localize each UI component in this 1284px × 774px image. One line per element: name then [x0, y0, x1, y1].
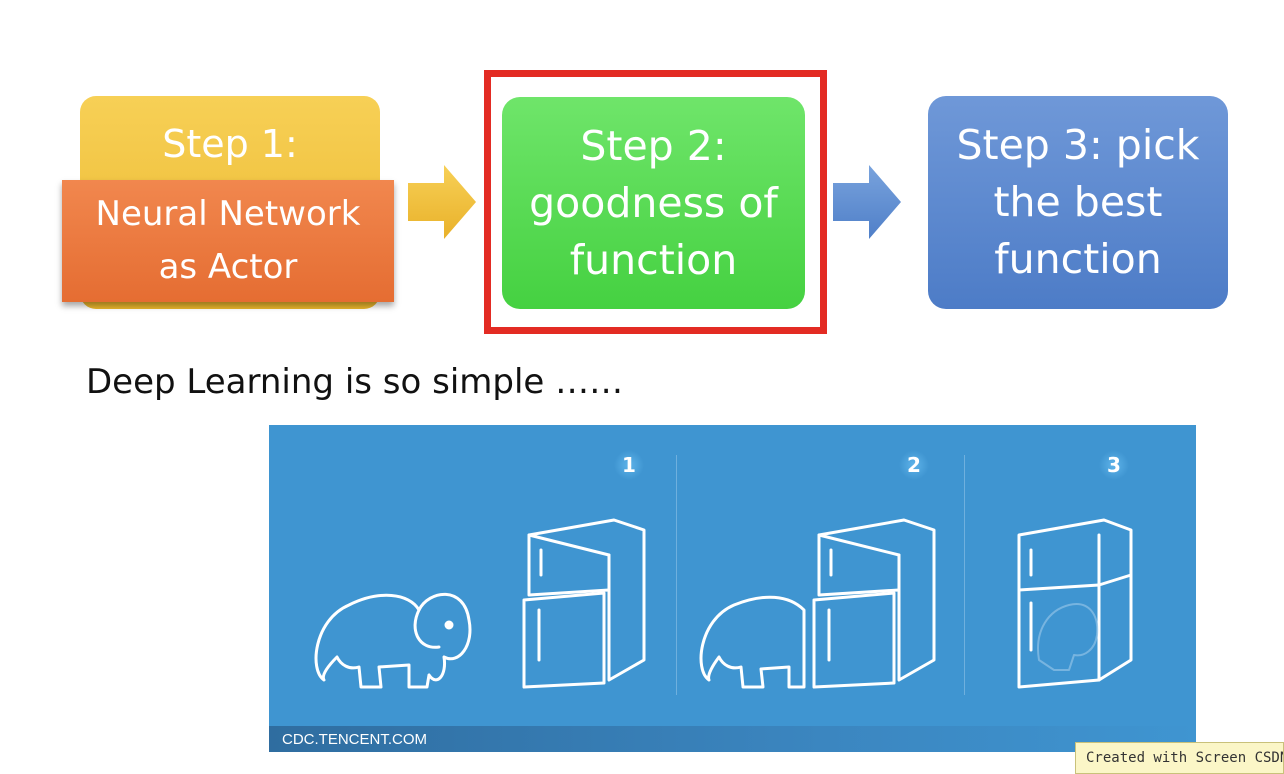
elephant-fridge-illustration: 1 2 3 [269, 425, 1196, 752]
panel-number-2: 2 [899, 450, 929, 480]
elephant-silhouette-icon [1037, 603, 1099, 671]
step3-line1: Step 3: pick [956, 121, 1200, 169]
step2-box: Step 2: goodness of function [502, 97, 805, 309]
step2-line2: goodness of [529, 178, 778, 227]
panel-divider [676, 455, 677, 695]
step2-line3: function [569, 235, 738, 284]
fridge-icon [812, 518, 936, 689]
elephant-entering-fridge-icon [699, 595, 806, 689]
panel-divider [964, 455, 965, 695]
step3-box: Step 3: pick the best function [928, 96, 1228, 309]
step3-line2: the best [993, 178, 1163, 226]
panel-number-1: 1 [614, 450, 644, 480]
step3-line3: function [994, 235, 1162, 283]
step2-highlight-frame [484, 70, 827, 334]
fridge-open-icon [522, 518, 646, 689]
arrow-step2-to-step3 [833, 165, 901, 239]
step1-actor-line2: as Actor [158, 247, 298, 287]
arrow-step1-to-step2 [408, 165, 476, 239]
step1-actor-banner: Neural Network as Actor [62, 180, 394, 302]
elephant-icon [314, 592, 472, 689]
illustration-source: CDC.TENCENT.COM [282, 731, 427, 748]
fridge-closed-icon [1017, 518, 1133, 689]
step2-line1: Step 2: [580, 121, 727, 170]
watermark: Created with Screen CSDN @暖仔会飞 [1075, 742, 1284, 774]
step1-actor-line1: Neural Network [95, 194, 361, 234]
illustration-footer [269, 726, 1196, 752]
caption: Deep Learning is so simple …… [86, 362, 624, 402]
panel-number-3: 3 [1099, 450, 1129, 480]
step1-title: Step 1: [162, 122, 298, 166]
